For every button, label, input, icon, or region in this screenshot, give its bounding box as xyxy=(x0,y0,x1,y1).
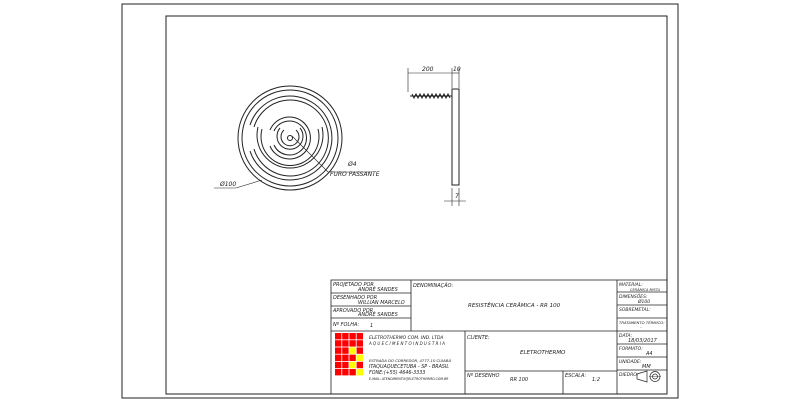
logo-square xyxy=(349,369,356,376)
dim-width: 200 xyxy=(422,66,434,73)
hole-diameter-label: Ø4 xyxy=(347,161,357,168)
logo-square xyxy=(335,340,342,347)
data-value: 18/03/2017 xyxy=(628,338,658,344)
side-view xyxy=(410,88,460,186)
desenhado-label: DESENHADO POR xyxy=(333,295,377,301)
denominacao-value: RESISTÊNCIA CERÂMICA - RR 100 xyxy=(468,301,561,309)
logo-square xyxy=(349,354,356,361)
logo-square xyxy=(342,361,349,369)
dim-thickness: 7 xyxy=(455,193,459,200)
logo-square xyxy=(349,347,356,354)
outer-border xyxy=(121,3,679,399)
projetado-value: ANDRÉ SANDES xyxy=(357,285,399,293)
logo-square xyxy=(349,340,356,347)
logo-square xyxy=(356,333,363,340)
dimensoes-label: DIMENSÕES: xyxy=(619,293,648,300)
desenho-label: Nº DESENHO xyxy=(467,373,500,379)
tratamento-label: TRATAMENTO TÉRMICO: xyxy=(619,320,665,325)
front-view xyxy=(237,85,343,191)
logo-square xyxy=(356,354,363,361)
material-value: CERÂMICA MISTA xyxy=(630,287,661,292)
logo-square xyxy=(349,361,356,369)
dim-head: 10 xyxy=(453,66,461,73)
front-view-leaders xyxy=(214,135,372,189)
address-line-4: E-MAIL: ATENDIMENTO@ELETROTHERMO.COM.BR xyxy=(369,377,448,381)
logo-square xyxy=(356,340,363,347)
address-line-2: ITAQUAQUECETUBA - SP - BRASIL xyxy=(369,364,449,370)
data-label: DATA: xyxy=(619,333,633,339)
logo-square xyxy=(356,347,363,354)
logo-square xyxy=(335,333,342,340)
aprovado-label: APROVADO POR xyxy=(332,308,373,314)
cliente-value: ELETROTHERMO xyxy=(520,350,566,356)
logo-square xyxy=(356,369,363,376)
dimensoes-value: Ø100 xyxy=(637,298,650,305)
desenhado-value: WILLIAN MARCELO xyxy=(358,300,405,306)
hole-note-label: FURO PASSANTE xyxy=(330,171,380,178)
side-view-dimensions xyxy=(407,68,466,206)
logo-square xyxy=(342,333,349,340)
folha-label: Nº FOLHA: xyxy=(333,322,360,328)
cliente-label: CLIENTE: xyxy=(467,335,490,341)
unidade-value: MM xyxy=(642,364,651,370)
logo-square xyxy=(342,354,349,361)
logo-square xyxy=(349,333,356,340)
denominacao-label: DENOMINAÇÃO: xyxy=(413,282,454,289)
projetado-label: PROJETADO POR xyxy=(333,282,374,288)
logo-square xyxy=(342,347,349,354)
folha-value: 1 xyxy=(370,323,373,329)
aprovado-value: ANDRÉ SANDES xyxy=(357,310,399,318)
logo-square xyxy=(335,369,342,376)
logo-square xyxy=(335,347,342,354)
tolerancia-label: SOBREMETAL: xyxy=(619,307,651,313)
company-logo-icon xyxy=(335,333,363,376)
formato-label: FORMATO: xyxy=(619,346,643,352)
title-block xyxy=(330,279,668,395)
logo-square xyxy=(335,354,342,361)
logo-square xyxy=(342,340,349,347)
escala-value: 1:2 xyxy=(592,377,600,383)
formato-value: A4 xyxy=(645,351,653,357)
desenho-value: RR 100 xyxy=(510,377,528,383)
outer-diameter-label: Ø100 xyxy=(219,181,236,188)
address-line-1: ESTRADA DO CORREDOR, 4777-10 CUIABÁ xyxy=(369,358,451,363)
diedro-label: DIEDRO: xyxy=(619,372,639,378)
company-tagline: A Q U E C I M E N T O I N D U S T R I A xyxy=(368,341,445,346)
escala-label: ESCALA: xyxy=(565,373,587,379)
logo-square xyxy=(335,361,342,369)
tratamento-value: - xyxy=(640,326,642,331)
diedro-symbol-icon xyxy=(636,370,661,383)
material-label: MATERIAL: xyxy=(619,282,643,288)
logo-square xyxy=(342,369,349,376)
unidade-label: UNIDADE: xyxy=(619,359,642,365)
address-line-3: FONE:(+55) 4646-3333 xyxy=(369,370,425,376)
logo-square xyxy=(356,361,363,369)
company-name: ELETROTHERMO COM. IND. LTDA xyxy=(369,335,444,341)
